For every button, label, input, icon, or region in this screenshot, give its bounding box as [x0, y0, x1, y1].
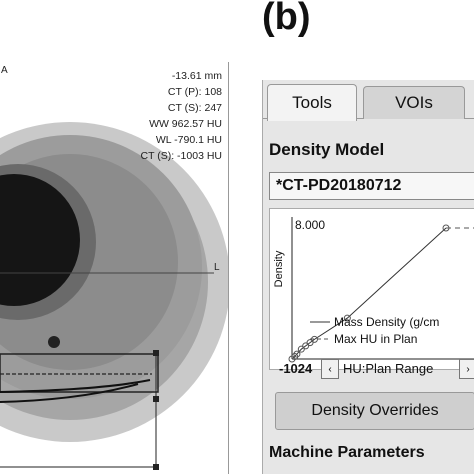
ct-orientation-label-right: L — [214, 262, 220, 273]
tab-vois[interactable]: VOIs — [363, 86, 465, 119]
tab-tools[interactable]: Tools — [267, 84, 357, 121]
density-point-3 — [297, 345, 305, 353]
density-model-heading: Density Model — [269, 140, 385, 159]
density-overrides-label: Density Overrides — [311, 402, 439, 419]
density-chart: Density 8.000 Mass Density (g/cm Max HU … — [273, 217, 474, 363]
density-point-2 — [293, 350, 301, 358]
ct-p-readout: CT (P): 108 — [167, 86, 222, 98]
y-max-tick-label: 8.000 — [295, 218, 325, 232]
range-right-arrow-button[interactable]: › — [459, 359, 474, 379]
slice-position-readout: -13.61 mm — [171, 70, 222, 82]
mass-density-series — [288, 224, 450, 363]
ct-s-readout: CT (S): 247 — [167, 102, 222, 114]
density-curve-line — [291, 227, 447, 360]
density-point-7 — [343, 314, 351, 322]
density-model-value: *CT-PD20180712 — [276, 177, 402, 194]
legend-max-hu-label: Max HU in Plan — [334, 332, 417, 346]
density-point-4 — [302, 342, 310, 350]
ct-hu-readout: CT (S): -1003 HU — [140, 150, 223, 162]
legend-mass-density-label: Mass Density (g/cm — [334, 315, 439, 329]
panel-label: (b) — [262, 0, 311, 38]
tools-panel: Tools VOIs Density Model *CT-PD20180712 … — [262, 80, 474, 474]
density-point-8 — [442, 224, 450, 232]
density-chart-box: Density 8.000 Mass Density (g/cm Max HU … — [269, 208, 474, 370]
window-width-readout: WW 962.57 HU — [149, 118, 222, 130]
density-overrides-button[interactable]: Density Overrides — [275, 392, 474, 430]
machine-parameters-heading: Machine Parameters — [269, 444, 425, 461]
hu-range-min-label: -1024 — [279, 361, 313, 376]
ct-orientation-label-top: A — [1, 65, 8, 76]
density-point-5 — [306, 339, 314, 347]
y-axis-label: Density — [273, 250, 285, 287]
ct-image-viewer[interactable]: A L -13.61 mm CT (P): 108 CT (S): 247 WW… — [0, 62, 229, 474]
hu-range-select-label[interactable]: HU:Plan Range — [343, 361, 434, 376]
hu-range-row: -1024 ‹ HU:Plan Range › — [269, 358, 474, 380]
window-level-readout: WL -790.1 HU — [155, 134, 222, 146]
range-left-arrow-button[interactable]: ‹ — [321, 359, 339, 379]
ct-image — [0, 122, 228, 470]
density-model-select[interactable]: *CT-PD20180712 — [269, 172, 474, 200]
